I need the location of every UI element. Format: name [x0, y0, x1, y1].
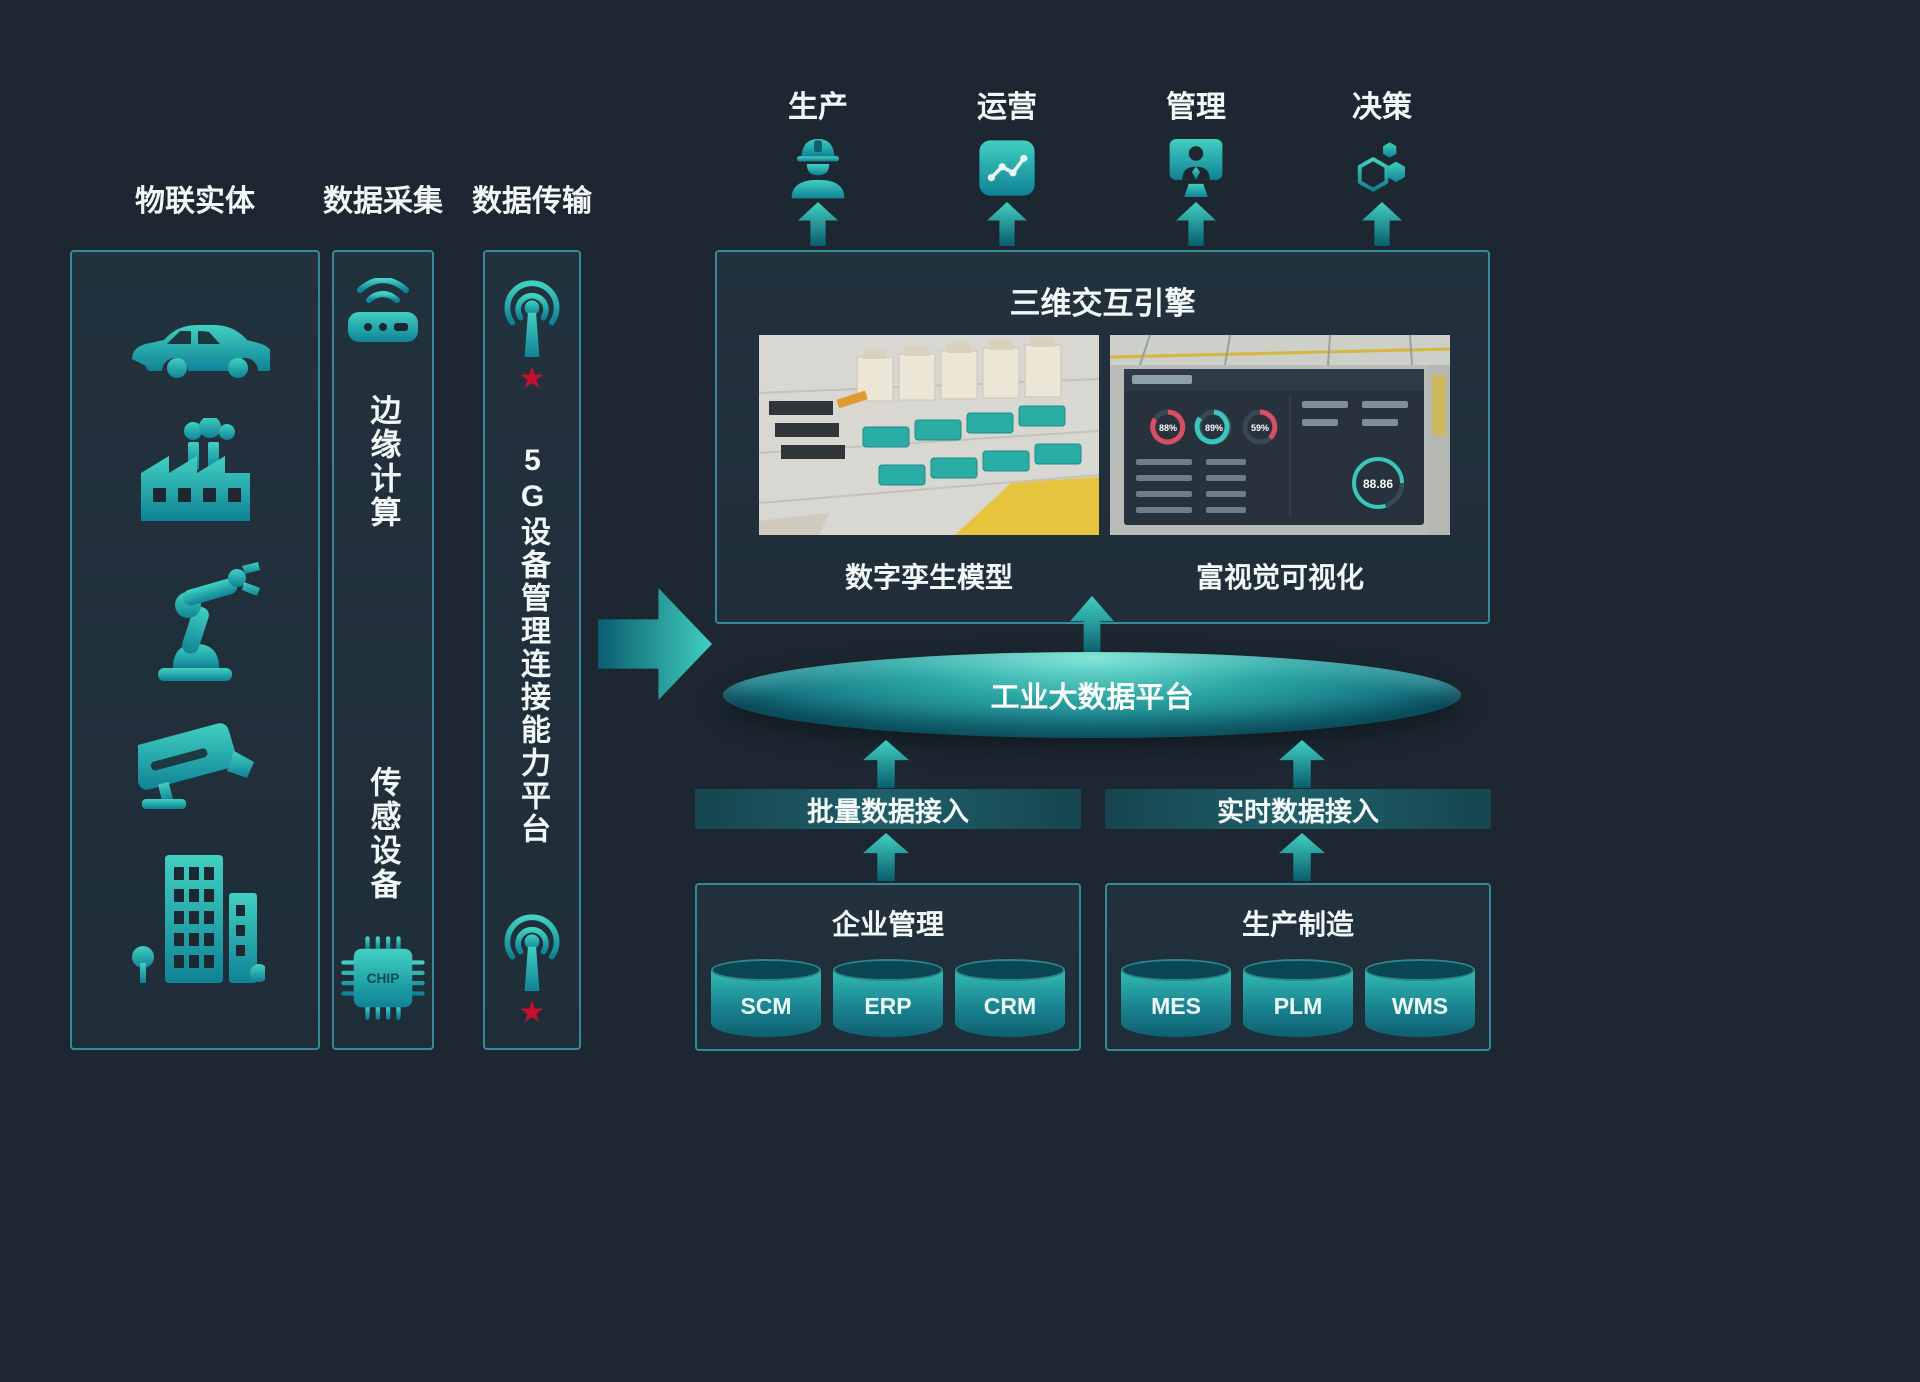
chip-icon: CHIP	[340, 935, 426, 1026]
dashboard-image: 88% 89% 59%	[1109, 334, 1451, 535]
data-transmission-panel: ★ 5G设备管理连接能力平台 ★	[483, 250, 581, 1050]
digital-twin-image	[758, 335, 1100, 535]
batch-ingest-label: 批量数据接入	[807, 796, 969, 827]
output-decision-label: 决策	[1352, 91, 1412, 124]
gauge-2-value: 89%	[1205, 423, 1223, 433]
manufacturing-systems-row: MES PLM WMS	[1121, 959, 1475, 1037]
plm-database: PLM	[1243, 959, 1353, 1037]
data-collection-panel: 边缘计算 传感设备 CHIP	[332, 250, 434, 1050]
crm-label: CRM	[983, 993, 1037, 1019]
realtime-ingest-label: 实时数据接入	[1217, 796, 1379, 827]
database-cylinder-icon	[955, 959, 1065, 981]
database-cylinder-icon	[1365, 959, 1475, 981]
database-cylinder-icon	[1121, 959, 1231, 981]
engine-title: 三维交互引擎	[1009, 286, 1196, 321]
erp-label: ERP	[864, 993, 912, 1019]
gauge-3-value: 59%	[1251, 423, 1269, 433]
gauge-1-value: 88%	[1159, 423, 1177, 433]
chip-text: CHIP	[367, 971, 400, 986]
realtime-ingest-bar: 实时数据接入	[1105, 789, 1491, 829]
worker-icon	[758, 136, 878, 200]
column-header-iot-entities: 物联实体	[135, 185, 255, 218]
wms-label: WMS	[1391, 993, 1449, 1019]
flow-arrow-right	[598, 588, 712, 700]
column-header-data-collection: 数据采集	[323, 185, 443, 218]
arrow-up-production	[798, 202, 838, 246]
robot-arm-icon	[130, 560, 260, 687]
operations-chart-icon	[947, 138, 1067, 198]
output-production: 生产	[758, 82, 878, 200]
output-operations: 运营	[947, 82, 1067, 198]
arrow-up-enterprise	[863, 833, 909, 881]
kpi-value: 88.86	[1363, 477, 1393, 491]
arrow-up-realtime	[1279, 740, 1325, 788]
arrow-up-decision	[1362, 202, 1402, 246]
output-decision: 决策	[1322, 82, 1442, 200]
mes-label: MES	[1151, 993, 1201, 1019]
antenna-icon-top	[491, 270, 573, 367]
star-icon-bottom: ★	[518, 996, 546, 1029]
scm-label: SCM	[740, 993, 792, 1019]
big-data-platform-label: 工业大数据平台	[990, 682, 1194, 714]
database-cylinder-icon	[1243, 959, 1353, 981]
manufacturing-systems-panel: 生产制造 MES PLM WMS	[1105, 883, 1491, 1051]
output-management-label: 管理	[1166, 91, 1226, 124]
output-production-label: 生产	[788, 91, 848, 124]
arrow-up-batch	[863, 740, 909, 788]
scm-database: SCM	[711, 959, 821, 1037]
mes-database: MES	[1121, 959, 1231, 1037]
car-icon	[120, 307, 272, 390]
decision-hexagons-icon	[1322, 136, 1442, 200]
sensor-devices-label: 传感设备	[365, 766, 401, 902]
crm-database: CRM	[955, 959, 1065, 1037]
output-management: 管理	[1136, 82, 1256, 200]
city-buildings-icon	[125, 849, 268, 994]
manufacturing-systems-title: 生产制造	[1241, 909, 1354, 940]
visualization-caption: 富视觉可视化	[1195, 562, 1364, 593]
antenna-icon-bottom	[491, 904, 573, 1001]
manager-screen-icon	[1136, 136, 1256, 200]
batch-ingest-bar: 批量数据接入	[695, 789, 1081, 829]
wms-database: WMS	[1365, 959, 1475, 1037]
digital-twin-preview	[758, 335, 1100, 535]
enterprise-systems-panel: 企业管理 SCM ERP CRM	[695, 883, 1081, 1051]
big-data-platform: 工业大数据平台	[723, 652, 1461, 738]
star-icon-top: ★	[518, 362, 546, 395]
digital-twin-caption: 数字孪生模型	[844, 562, 1013, 593]
column-header-data-transmission: 数据传输	[472, 185, 592, 218]
arrow-up-manufacturing	[1279, 833, 1325, 881]
enterprise-systems-title: 企业管理	[831, 909, 944, 940]
plm-label: PLM	[1273, 993, 1323, 1019]
factory-icon	[133, 416, 258, 531]
output-operations-label: 运营	[977, 91, 1037, 124]
edge-gateway-icon	[340, 277, 426, 353]
edge-computing-label: 边缘计算	[365, 394, 401, 530]
enterprise-systems-row: SCM ERP CRM	[711, 959, 1065, 1037]
iot-entities-panel	[70, 250, 320, 1050]
arrow-up-operations	[987, 202, 1027, 246]
engine-panel: 三维交互引擎	[715, 250, 1490, 624]
database-cylinder-icon	[711, 959, 821, 981]
cctv-camera-icon	[130, 715, 260, 820]
arrow-up-management	[1176, 202, 1216, 246]
database-cylinder-icon	[833, 959, 943, 981]
erp-database: ERP	[833, 959, 943, 1037]
5g-platform-label: 5G设备管理连接能力平台	[516, 444, 549, 846]
dashboard-preview: 88% 89% 59%	[1109, 334, 1451, 535]
